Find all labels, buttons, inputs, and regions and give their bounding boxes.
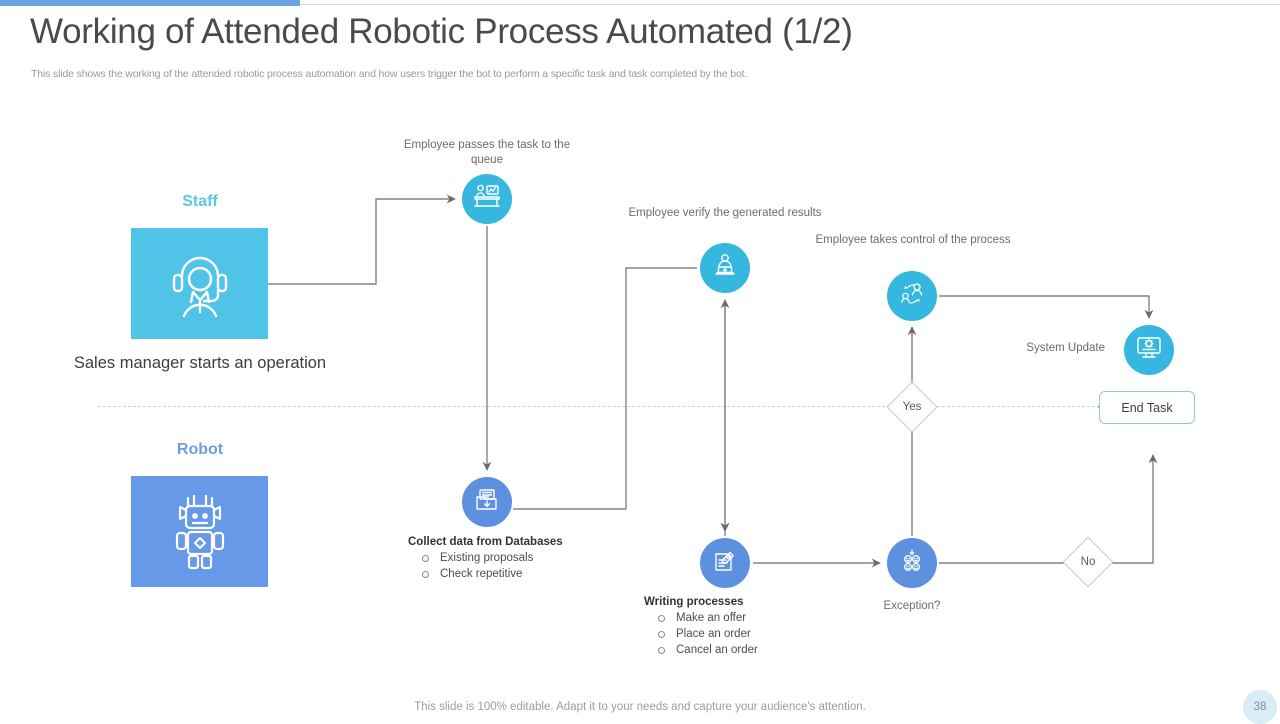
node-writing-processes[interactable] — [700, 538, 750, 588]
lane-label-staff: Staff — [182, 193, 218, 210]
caption-verify: Employee verify the generated results — [628, 207, 822, 219]
top-accent-bar — [0, 0, 300, 6]
list-item: Check repetitive — [418, 566, 668, 582]
monitor-gear-icon — [1135, 334, 1163, 367]
staff-tile[interactable] — [131, 228, 268, 339]
page-subtitle: This slide shows the working of the atte… — [31, 68, 748, 80]
page-number-badge: 38 — [1243, 690, 1277, 724]
end-task-button[interactable]: End Task — [1099, 391, 1195, 424]
caption-writing-processes: Writing processes Make an offer Place an… — [644, 594, 904, 658]
decision-no-label: No — [1080, 556, 1096, 568]
robot-tile[interactable] — [131, 476, 268, 587]
list-item: Existing proposals — [418, 550, 668, 566]
caption-control: Employee takes control of the process — [815, 234, 1011, 246]
footer-note: This slide is 100% editable. Adapt it to… — [414, 701, 866, 713]
node-system-update[interactable] — [1124, 325, 1174, 375]
node-employee-takes-control[interactable] — [887, 271, 937, 321]
document-pen-icon — [711, 547, 739, 580]
folder-download-icon — [473, 486, 501, 519]
lane-label-robot: Robot — [176, 441, 224, 458]
list-item: Make an offer — [654, 610, 904, 626]
node-employee-verify-results[interactable] — [700, 243, 750, 293]
headset-agent-icon — [158, 244, 242, 324]
writing-processes-list: Make an offer Place an order Cancel an o… — [644, 610, 904, 658]
collect-data-list: Existing proposals Check repetitive — [408, 550, 668, 582]
handover-process-icon — [897, 280, 927, 313]
node-employee-passes-task[interactable] — [462, 174, 512, 224]
list-item: Cancel an order — [654, 642, 904, 658]
list-item: Place an order — [654, 626, 904, 642]
page-title: Working of Attended Robotic Process Auto… — [30, 12, 853, 51]
caption-collect-data: Collect data from Databases Existing pro… — [408, 534, 668, 582]
swimlane-divider — [98, 406, 1180, 407]
caption-queue: Employee passes the task to the queue — [403, 139, 571, 166]
decision-no[interactable]: No — [1062, 536, 1114, 588]
caption-system-update: System Update — [1026, 342, 1105, 354]
person-at-desk-icon — [472, 183, 502, 216]
robot-icon — [162, 490, 238, 574]
person-at-laptop-icon — [711, 252, 739, 285]
header-rule — [300, 4, 1280, 5]
four-faces-icon — [898, 547, 926, 580]
caption-exception: Exception? — [883, 600, 941, 612]
node-exception[interactable] — [887, 538, 937, 588]
writing-processes-heading: Writing processes — [644, 596, 744, 608]
decision-yes[interactable]: Yes — [886, 381, 938, 433]
node-collect-data[interactable] — [462, 477, 512, 527]
decision-yes-label: Yes — [902, 401, 922, 413]
staff-caption: Sales manager starts an operation — [73, 354, 327, 372]
collect-data-heading: Collect data from Databases — [408, 536, 563, 548]
